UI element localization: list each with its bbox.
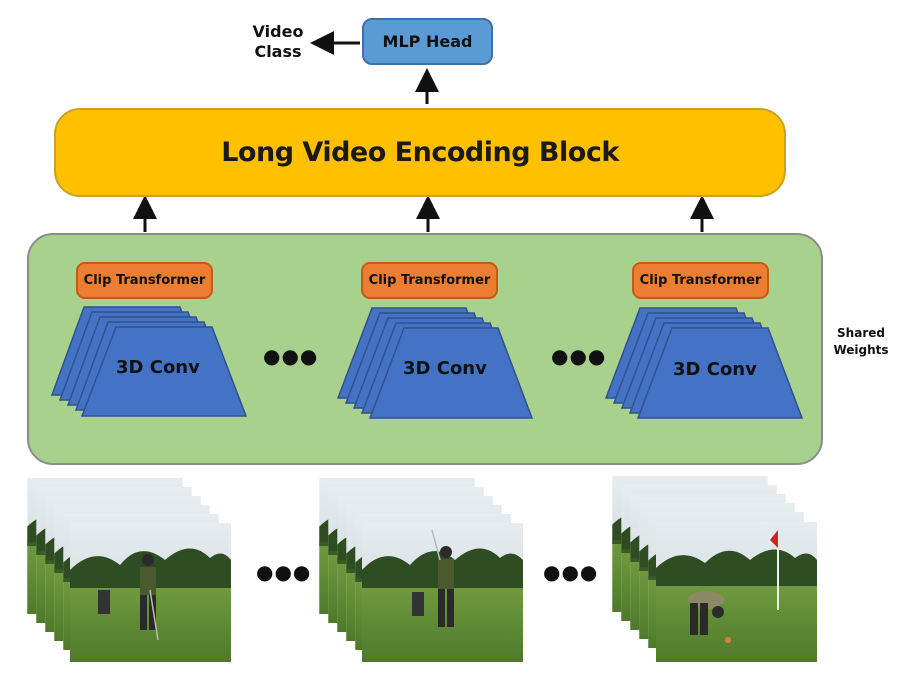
frame-stack-1 (27, 478, 231, 662)
ellipsis-frames-1: ●●● (256, 560, 311, 584)
frame-stack-3 (612, 476, 817, 662)
ellipsis-frames-2: ●●● (543, 560, 598, 584)
frame-stack-2 (319, 478, 523, 662)
